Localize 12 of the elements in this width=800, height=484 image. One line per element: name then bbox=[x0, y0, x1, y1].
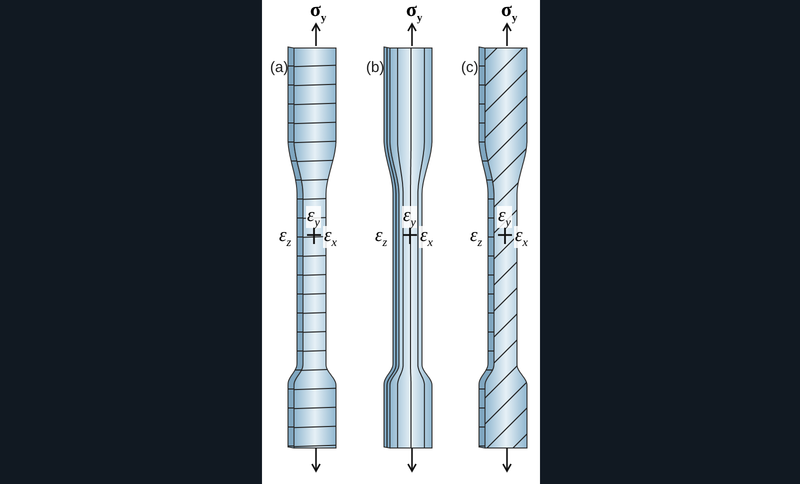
panel-letter: (b) bbox=[366, 60, 384, 75]
strain-label: ε$_{x}$ bbox=[514, 226, 529, 248]
panel-letter: (a) bbox=[270, 60, 288, 75]
strain-label: ε$_{x}$ bbox=[323, 226, 338, 248]
strain-label: ε$_{y}$ bbox=[402, 206, 417, 228]
strain-label: ε$_{x}$ bbox=[419, 226, 434, 248]
stress-label: σ$_{y}$ bbox=[406, 0, 422, 24]
strain-label: ε$_{y}$ bbox=[306, 206, 321, 228]
panel-letter: (c) bbox=[461, 60, 478, 75]
stress-label: σ$_{y}$ bbox=[501, 0, 518, 24]
strain-label: ε$_{y}$ bbox=[497, 206, 512, 228]
stress-label: σ$_{y}$ bbox=[310, 0, 326, 24]
